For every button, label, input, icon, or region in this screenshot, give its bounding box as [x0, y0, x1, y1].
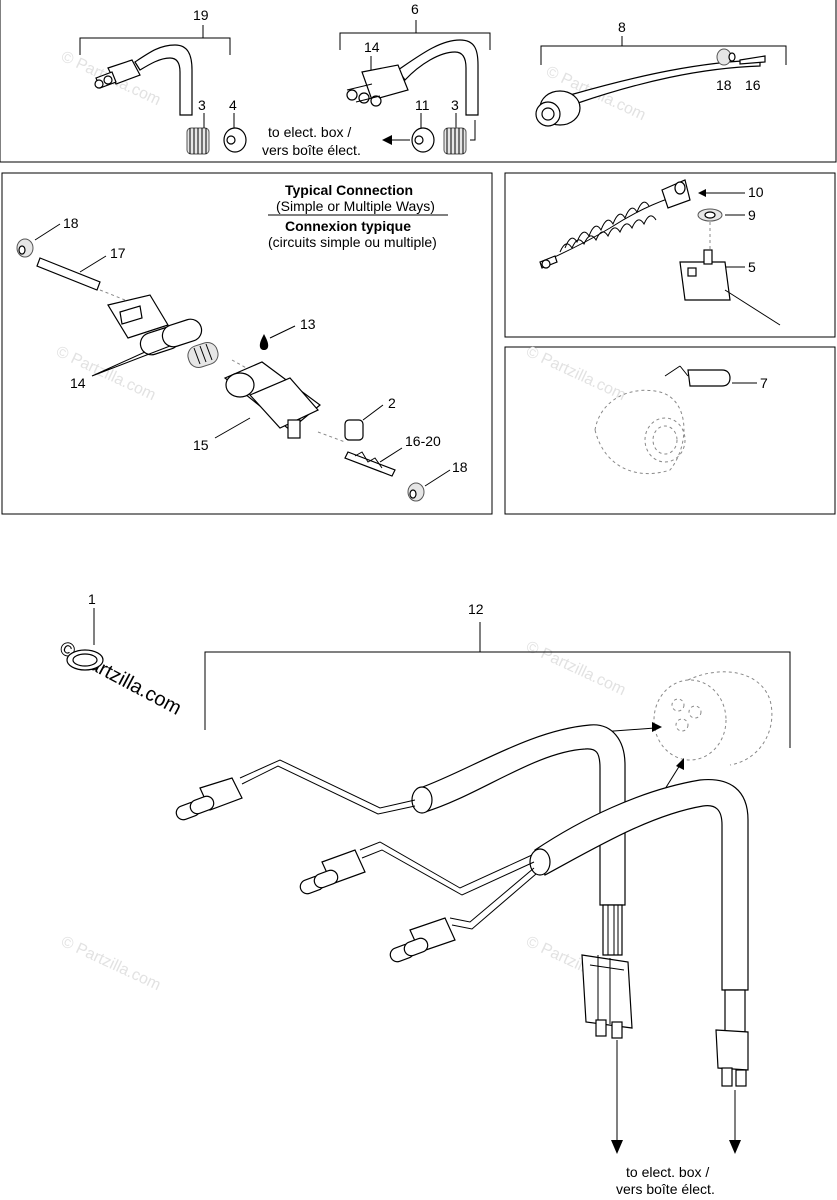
callout-14: 14 — [70, 375, 86, 391]
part-15-housing — [223, 361, 321, 439]
callout-9: 9 — [748, 207, 756, 223]
callout-6: 6 — [411, 1, 419, 17]
heading-en: Typical Connection — [285, 182, 413, 198]
part-17-lock — [36, 257, 101, 291]
callout-10: 10 — [748, 184, 764, 200]
elect-box-label: to elect. box / — [626, 1164, 709, 1180]
harness-hose-1 — [411, 724, 626, 956]
callout-3: 3 — [198, 97, 206, 113]
callout-1: 1 — [88, 591, 96, 607]
part-18-seal — [407, 482, 425, 502]
subheading-fr: (circuits simple ou multiple) — [268, 234, 437, 250]
part-18-seal — [16, 238, 34, 258]
part-16-terminal — [344, 451, 396, 477]
callout-18: 18 — [63, 215, 79, 231]
callout-15: 15 — [193, 437, 209, 453]
watermark: © Partzilla.com — [523, 638, 628, 699]
connector-1 — [175, 777, 243, 821]
elect-box-label-fr: vers boîte élect. — [616, 1181, 715, 1197]
part-3-nut — [186, 127, 210, 155]
callout-18: 18 — [452, 459, 468, 475]
callout-17: 17 — [110, 245, 126, 261]
switch-panel-frame — [504, 172, 836, 338]
harness-hose-2 — [529, 778, 749, 1036]
subheading-en: (Simple or Multiple Ways) — [276, 198, 435, 214]
connector-large — [581, 954, 633, 1039]
part-2-sleeve — [344, 419, 364, 441]
typical-connection-heading: Typical Connection (Simple or Multiple W… — [268, 182, 448, 250]
callout-14: 14 — [364, 39, 380, 55]
callout-18: 18 — [716, 77, 732, 93]
part-11-grommet — [411, 127, 435, 153]
cap-assembly — [594, 365, 731, 475]
arrow-head — [382, 135, 392, 145]
elect-box-label-fr: vers boîte élect. — [262, 142, 361, 158]
cap-panel-frame — [504, 346, 836, 515]
callout-19: 19 — [193, 7, 209, 23]
callout-4: 4 — [229, 97, 237, 113]
watermark: © Partzilla.com — [58, 933, 163, 994]
watermark: © Partzilla.com — [53, 343, 158, 404]
callout-16: 16 — [745, 77, 761, 93]
arrow-head — [729, 1140, 741, 1154]
callout-12: 12 — [468, 601, 484, 617]
callout-8: 8 — [618, 19, 626, 35]
callout-5: 5 — [748, 259, 756, 275]
heading-fr: Connexion typique — [285, 218, 411, 234]
part-1-clamp — [66, 649, 104, 671]
part-13-grease — [259, 334, 269, 350]
arrow-head — [611, 1140, 623, 1154]
connector-3 — [389, 917, 456, 963]
connector-2 — [299, 849, 366, 895]
callout-2: 2 — [388, 395, 396, 411]
switch-assembly — [539, 179, 781, 326]
watermark-large: © Partzilla.com — [56, 637, 185, 720]
connector-small — [715, 1029, 749, 1087]
callout-13: 13 — [300, 316, 316, 332]
group-6: 6 14 — [339, 1, 491, 116]
typical-connection-panel-frame — [1, 172, 493, 515]
seal — [187, 342, 219, 368]
callout-11: 11 — [415, 97, 430, 113]
top-panel-frame — [0, 0, 837, 163]
elect-box-label: to elect. box / — [268, 124, 351, 140]
group-8: 8 18 16 — [535, 19, 787, 127]
watermark: © Partzilla.com — [523, 343, 628, 404]
harness-grommet — [653, 671, 773, 766]
part-4-grommet — [223, 127, 247, 153]
callout-7: 7 — [760, 375, 768, 391]
part-14-connector — [107, 294, 203, 356]
group-19: 19 — [79, 7, 231, 116]
callout-16-20: 16-20 — [405, 433, 441, 449]
part-3-nut — [443, 127, 467, 155]
callout-3: 3 — [451, 97, 459, 113]
